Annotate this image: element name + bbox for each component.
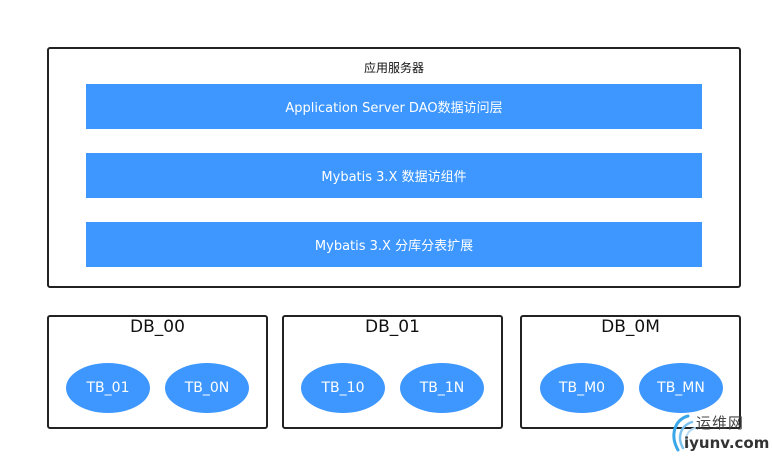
table-node: TB_MN: [639, 363, 723, 413]
dao-layer: Application Server DAO数据访问层: [86, 84, 702, 129]
table-node: TB_M0: [540, 363, 624, 413]
swirl-logo-icon: [672, 414, 696, 452]
db-title: DB_01: [365, 317, 420, 337]
watermark: 运维网 iyunv.com: [668, 410, 772, 460]
watermark-site-name: 运维网: [696, 414, 745, 432]
mybatis-component-layer: Mybatis 3.X 数据访组件: [86, 153, 702, 198]
table-node: TB_01: [66, 363, 150, 413]
app-server-box: 应用服务器 Application Server DAO数据访问层 Mybati…: [47, 47, 741, 288]
watermark-domain: iyunv.com: [684, 434, 770, 452]
db-box-00: DB_00 TB_01 TB_0N: [47, 315, 268, 429]
table-node: TB_0N: [165, 363, 249, 413]
sharding-extension-layer: Mybatis 3.X 分库分表扩展: [86, 222, 702, 267]
db-title: DB_00: [130, 317, 185, 337]
db-box-0m: DB_0M TB_M0 TB_MN: [520, 315, 741, 429]
table-node: TB_1N: [400, 363, 484, 413]
db-box-01: DB_01 TB_10 TB_1N: [282, 315, 503, 429]
app-server-title: 应用服务器: [363, 61, 424, 75]
table-node: TB_10: [301, 363, 385, 413]
db-title: DB_0M: [601, 317, 660, 337]
